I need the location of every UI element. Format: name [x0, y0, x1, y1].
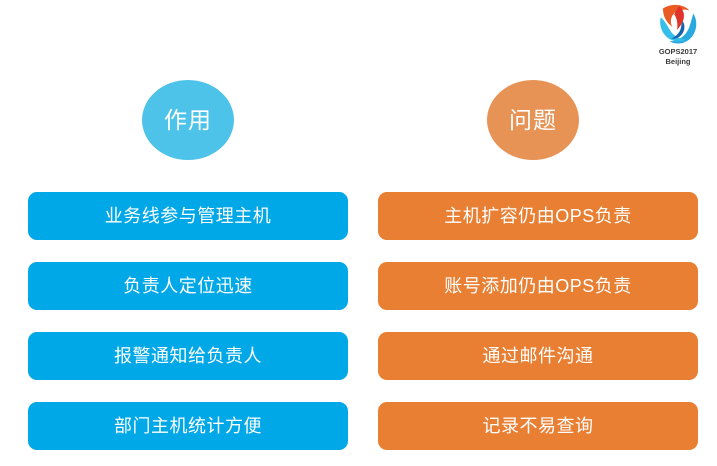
benefit-bar-4: 部门主机统计方便	[28, 402, 348, 450]
logo-text-line1: GOPS2017	[658, 47, 698, 56]
benefit-bar-1: 业务线参与管理主机	[28, 192, 348, 240]
gops-logo-icon	[660, 4, 697, 44]
benefit-bar-2-label: 负责人定位迅速	[123, 276, 253, 296]
header-bubble-benefits-label: 作用	[164, 106, 212, 133]
benefit-bar-3: 报警通知给负责人	[28, 332, 348, 380]
problem-bar-4: 记录不易查询	[378, 402, 698, 450]
problem-bar-1-label: 主机扩容仍由OPS负责	[444, 206, 632, 226]
problem-bar-3: 通过邮件沟通	[378, 332, 698, 380]
problem-bar-4-label: 记录不易查询	[482, 416, 594, 436]
logo-text: GOPS2017 Beijing	[642, 47, 714, 66]
header-bubble-problems: 问题	[487, 80, 579, 160]
benefit-bar-1-label: 业务线参与管理主机	[104, 206, 272, 226]
problem-bar-2-label: 账号添加仍由OPS负责	[444, 276, 632, 296]
problem-bar-3-label: 通过邮件沟通	[482, 346, 594, 366]
logo-text-line2: Beijing	[665, 56, 691, 66]
benefit-bar-4-label: 部门主机统计方便	[114, 416, 262, 436]
problem-bar-2: 账号添加仍由OPS负责	[378, 262, 698, 310]
benefits-column: 业务线参与管理主机 负责人定位迅速 报警通知给负责人 部门主机统计方便	[28, 192, 348, 450]
benefit-bar-3-label: 报警通知给负责人	[114, 346, 262, 366]
problem-bar-1: 主机扩容仍由OPS负责	[378, 192, 698, 240]
problems-column: 主机扩容仍由OPS负责 账号添加仍由OPS负责 通过邮件沟通 记录不易查询	[378, 192, 698, 450]
header-bubble-benefits: 作用	[142, 80, 234, 160]
benefit-bar-2: 负责人定位迅速	[28, 262, 348, 310]
header-bubble-problems-label: 问题	[509, 106, 557, 133]
gops2017-beijing-logo: GOPS2017 Beijing	[642, 2, 714, 70]
